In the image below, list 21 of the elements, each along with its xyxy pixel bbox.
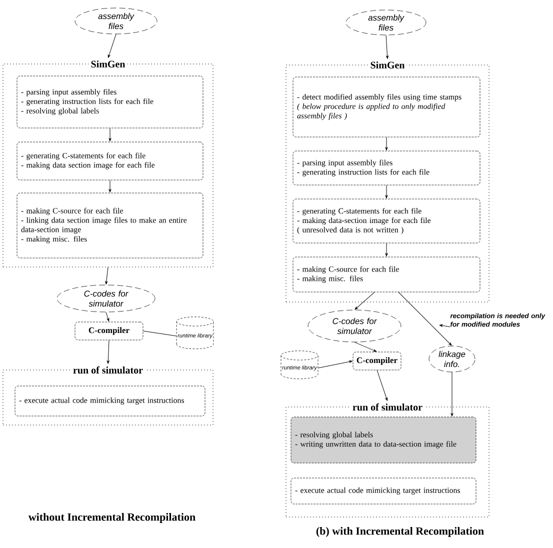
arrow [385, 184, 388, 198]
arrow [354, 292, 375, 310]
compiler-box: C-compiler [352, 352, 402, 370]
arrow [108, 34, 116, 58]
arrow [318, 360, 352, 368]
caption: (b) with Incremental Recompilation [316, 527, 484, 537]
arrow [386, 34, 388, 59]
arrow [450, 372, 454, 416]
arrow [354, 342, 377, 352]
caption: without Incremental Recompilation [28, 513, 196, 523]
compiler-box: C-compiler [74, 322, 144, 340]
arrow [106, 312, 110, 322]
arrow [385, 136, 388, 150]
arrow [105, 266, 108, 284]
arrow [108, 128, 112, 142]
arrow [108, 180, 112, 192]
arrow [376, 370, 388, 401]
arrow [439, 324, 450, 328]
arrow [398, 292, 452, 346]
arrow [385, 242, 388, 256]
arrow [106, 340, 110, 364]
